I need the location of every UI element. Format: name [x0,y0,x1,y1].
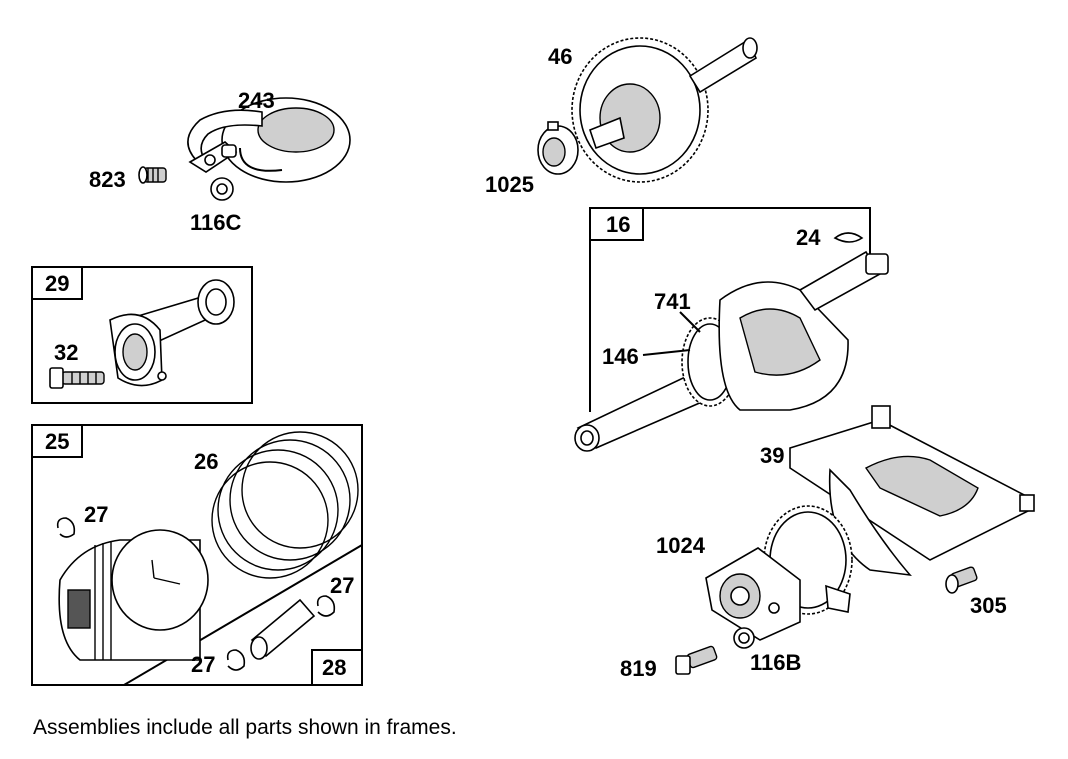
part-116b-washer [733,627,755,649]
label-116c: 116C [190,210,241,235]
frame-16-crankshaft [574,207,889,452]
label-27-right: 27 [330,573,354,598]
part-1025-seal [537,121,579,175]
label-27-top: 27 [84,502,108,527]
footnote: Assemblies include all parts shown in fr… [33,716,457,739]
part-116c-washer [210,177,234,201]
part-819-bolt [675,645,718,675]
label-24: 24 [796,225,821,250]
label-116b: 116B [750,650,801,675]
part-823-screw [138,166,167,184]
label-146: 146 [602,344,639,369]
part-1024-oil-pump [705,505,853,641]
label-16: 16 [606,212,630,237]
frame-25-piston-assembly [31,424,363,686]
label-32: 32 [54,340,78,365]
label-27-bottom: 27 [191,652,215,677]
label-243: 243 [238,88,275,113]
label-39: 39 [760,443,784,468]
part-305-bolt [945,566,978,594]
label-1025: 1025 [485,172,534,197]
part-243-breather [187,97,351,183]
label-28: 28 [322,655,346,680]
label-305: 305 [970,593,1007,618]
frame-29-connecting-rod [31,266,253,404]
label-741: 741 [654,289,691,314]
part-46-camshaft [571,37,758,183]
label-26: 26 [194,449,218,474]
label-819: 819 [620,656,657,681]
label-25: 25 [45,429,69,454]
label-46: 46 [548,44,572,69]
label-1024: 1024 [656,533,706,558]
label-823: 823 [89,167,126,192]
label-29: 29 [45,271,69,296]
